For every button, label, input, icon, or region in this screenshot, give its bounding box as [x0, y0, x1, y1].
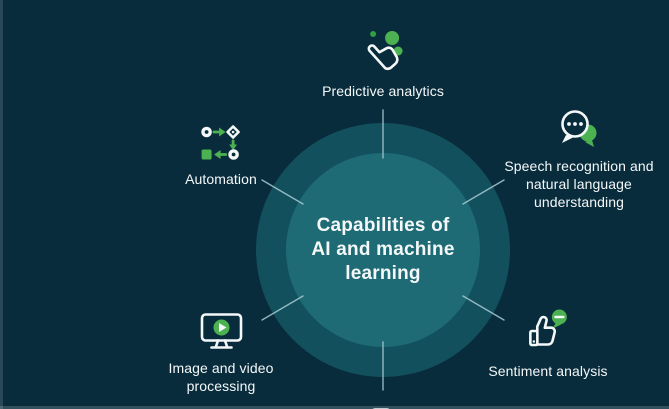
bottom-edge-strip: [0, 406, 669, 409]
node-label-speech-recognition: Speech recognition and natural language …: [504, 158, 654, 210]
node-predictive-analytics: Predictive analytics: [322, 27, 444, 100]
title-line-2: AI and machine: [311, 239, 455, 260]
node-label-image-video-processing: Image and video processing: [168, 360, 274, 394]
title-line-3: learning: [345, 263, 421, 284]
node-automation: Automation: [185, 124, 257, 188]
thumbs-up-bubble-icon: [528, 309, 567, 347]
title-line-1: Capabilities of: [316, 215, 450, 236]
speech-bubbles-icon: [561, 110, 597, 147]
diagram-title: Capabilities of AI and machine learning: [311, 214, 454, 286]
node-label-automation: Automation: [185, 171, 257, 187]
node-label-sentiment-analysis: Sentiment analysis: [488, 363, 608, 379]
node-sentiment-analysis: Sentiment analysis: [488, 307, 608, 380]
workflow-icon: [201, 125, 240, 160]
node-image-video-processing: Image and video processing: [159, 311, 284, 395]
predictive-analytics-icon: [367, 31, 403, 70]
monitor-play-icon: [200, 313, 242, 349]
hub-inner-circle: Capabilities of AI and machine learning: [286, 153, 480, 347]
left-edge-strip: [0, 0, 3, 409]
node-speech-recognition: Speech recognition and natural language …: [503, 109, 655, 211]
node-label-predictive-analytics: Predictive analytics: [322, 83, 444, 99]
